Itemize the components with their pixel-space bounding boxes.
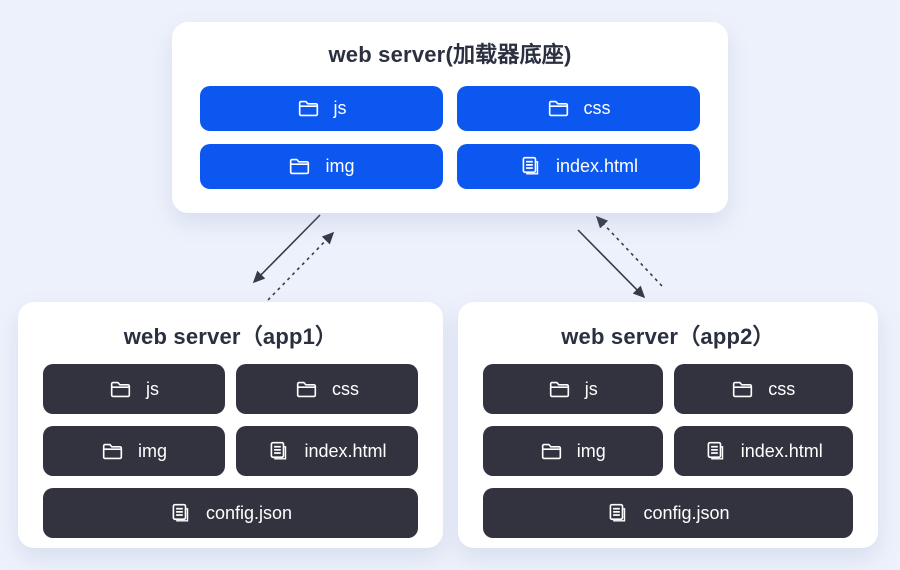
top-item-js: js bbox=[200, 86, 443, 131]
item-label: css bbox=[583, 98, 611, 118]
file-icon bbox=[519, 155, 542, 178]
item-label: index.html bbox=[740, 440, 823, 461]
folder-icon bbox=[548, 378, 571, 401]
item-label: js bbox=[146, 378, 159, 399]
app2-item-index-html: index.html bbox=[673, 426, 853, 476]
app2-item-css: css bbox=[673, 364, 853, 414]
top-server-grid: js css img index.html bbox=[172, 86, 728, 189]
item-label: css bbox=[332, 378, 359, 399]
folder-icon bbox=[288, 155, 311, 178]
file-icon bbox=[267, 440, 290, 463]
top-server-card: web server(加载器底座) js css img bbox=[172, 22, 728, 213]
app2-item-img: img bbox=[483, 426, 663, 476]
item-label: js bbox=[333, 98, 347, 118]
app1-server-title: web server（app1） bbox=[123, 324, 338, 349]
item-label: img bbox=[576, 440, 606, 461]
top-server-title: web server(加载器底座) bbox=[328, 42, 572, 67]
item-label: config.json bbox=[643, 502, 730, 523]
folder-icon bbox=[731, 378, 754, 401]
folder-icon bbox=[547, 97, 570, 120]
app1-item-img: img bbox=[43, 426, 225, 476]
app2-server-card: web server（app2） js css img bbox=[458, 302, 878, 548]
item-label: css bbox=[768, 378, 796, 399]
arrow-top-to-app2 bbox=[577, 229, 646, 299]
folder-icon bbox=[297, 97, 320, 120]
app1-server-card: web server（app1） js css img bbox=[18, 302, 443, 548]
item-label: config.json bbox=[205, 502, 293, 523]
folder-icon bbox=[101, 440, 124, 463]
item-label: index.html bbox=[304, 440, 387, 461]
item-label: img bbox=[325, 156, 355, 176]
app1-item-config-json: config.json bbox=[43, 488, 418, 538]
app1-item-css: css bbox=[236, 364, 418, 414]
file-icon bbox=[606, 502, 629, 525]
top-item-index-html: index.html bbox=[457, 144, 700, 189]
arrow-top-to-app1 bbox=[252, 214, 321, 284]
file-icon bbox=[704, 440, 727, 463]
app2-item-js: js bbox=[483, 364, 663, 414]
file-icon bbox=[169, 502, 192, 525]
top-item-img: img bbox=[200, 144, 443, 189]
item-label: index.html bbox=[555, 156, 639, 176]
item-label: img bbox=[137, 440, 167, 461]
folder-icon bbox=[540, 440, 563, 463]
arrow-app2-to-top bbox=[595, 215, 663, 287]
app2-server-grid: js css img index.html bbox=[458, 364, 878, 538]
item-label: js bbox=[584, 378, 598, 399]
app1-item-index-html: index.html bbox=[236, 426, 418, 476]
app1-server-grid: js css img index.html bbox=[18, 364, 443, 538]
folder-icon bbox=[295, 378, 318, 401]
app2-item-config-json: config.json bbox=[483, 488, 853, 538]
top-item-css: css bbox=[457, 86, 700, 131]
app1-item-js: js bbox=[43, 364, 225, 414]
arrow-app1-to-top bbox=[267, 231, 335, 301]
app2-server-title: web server（app2） bbox=[561, 324, 775, 349]
folder-icon bbox=[109, 378, 132, 401]
